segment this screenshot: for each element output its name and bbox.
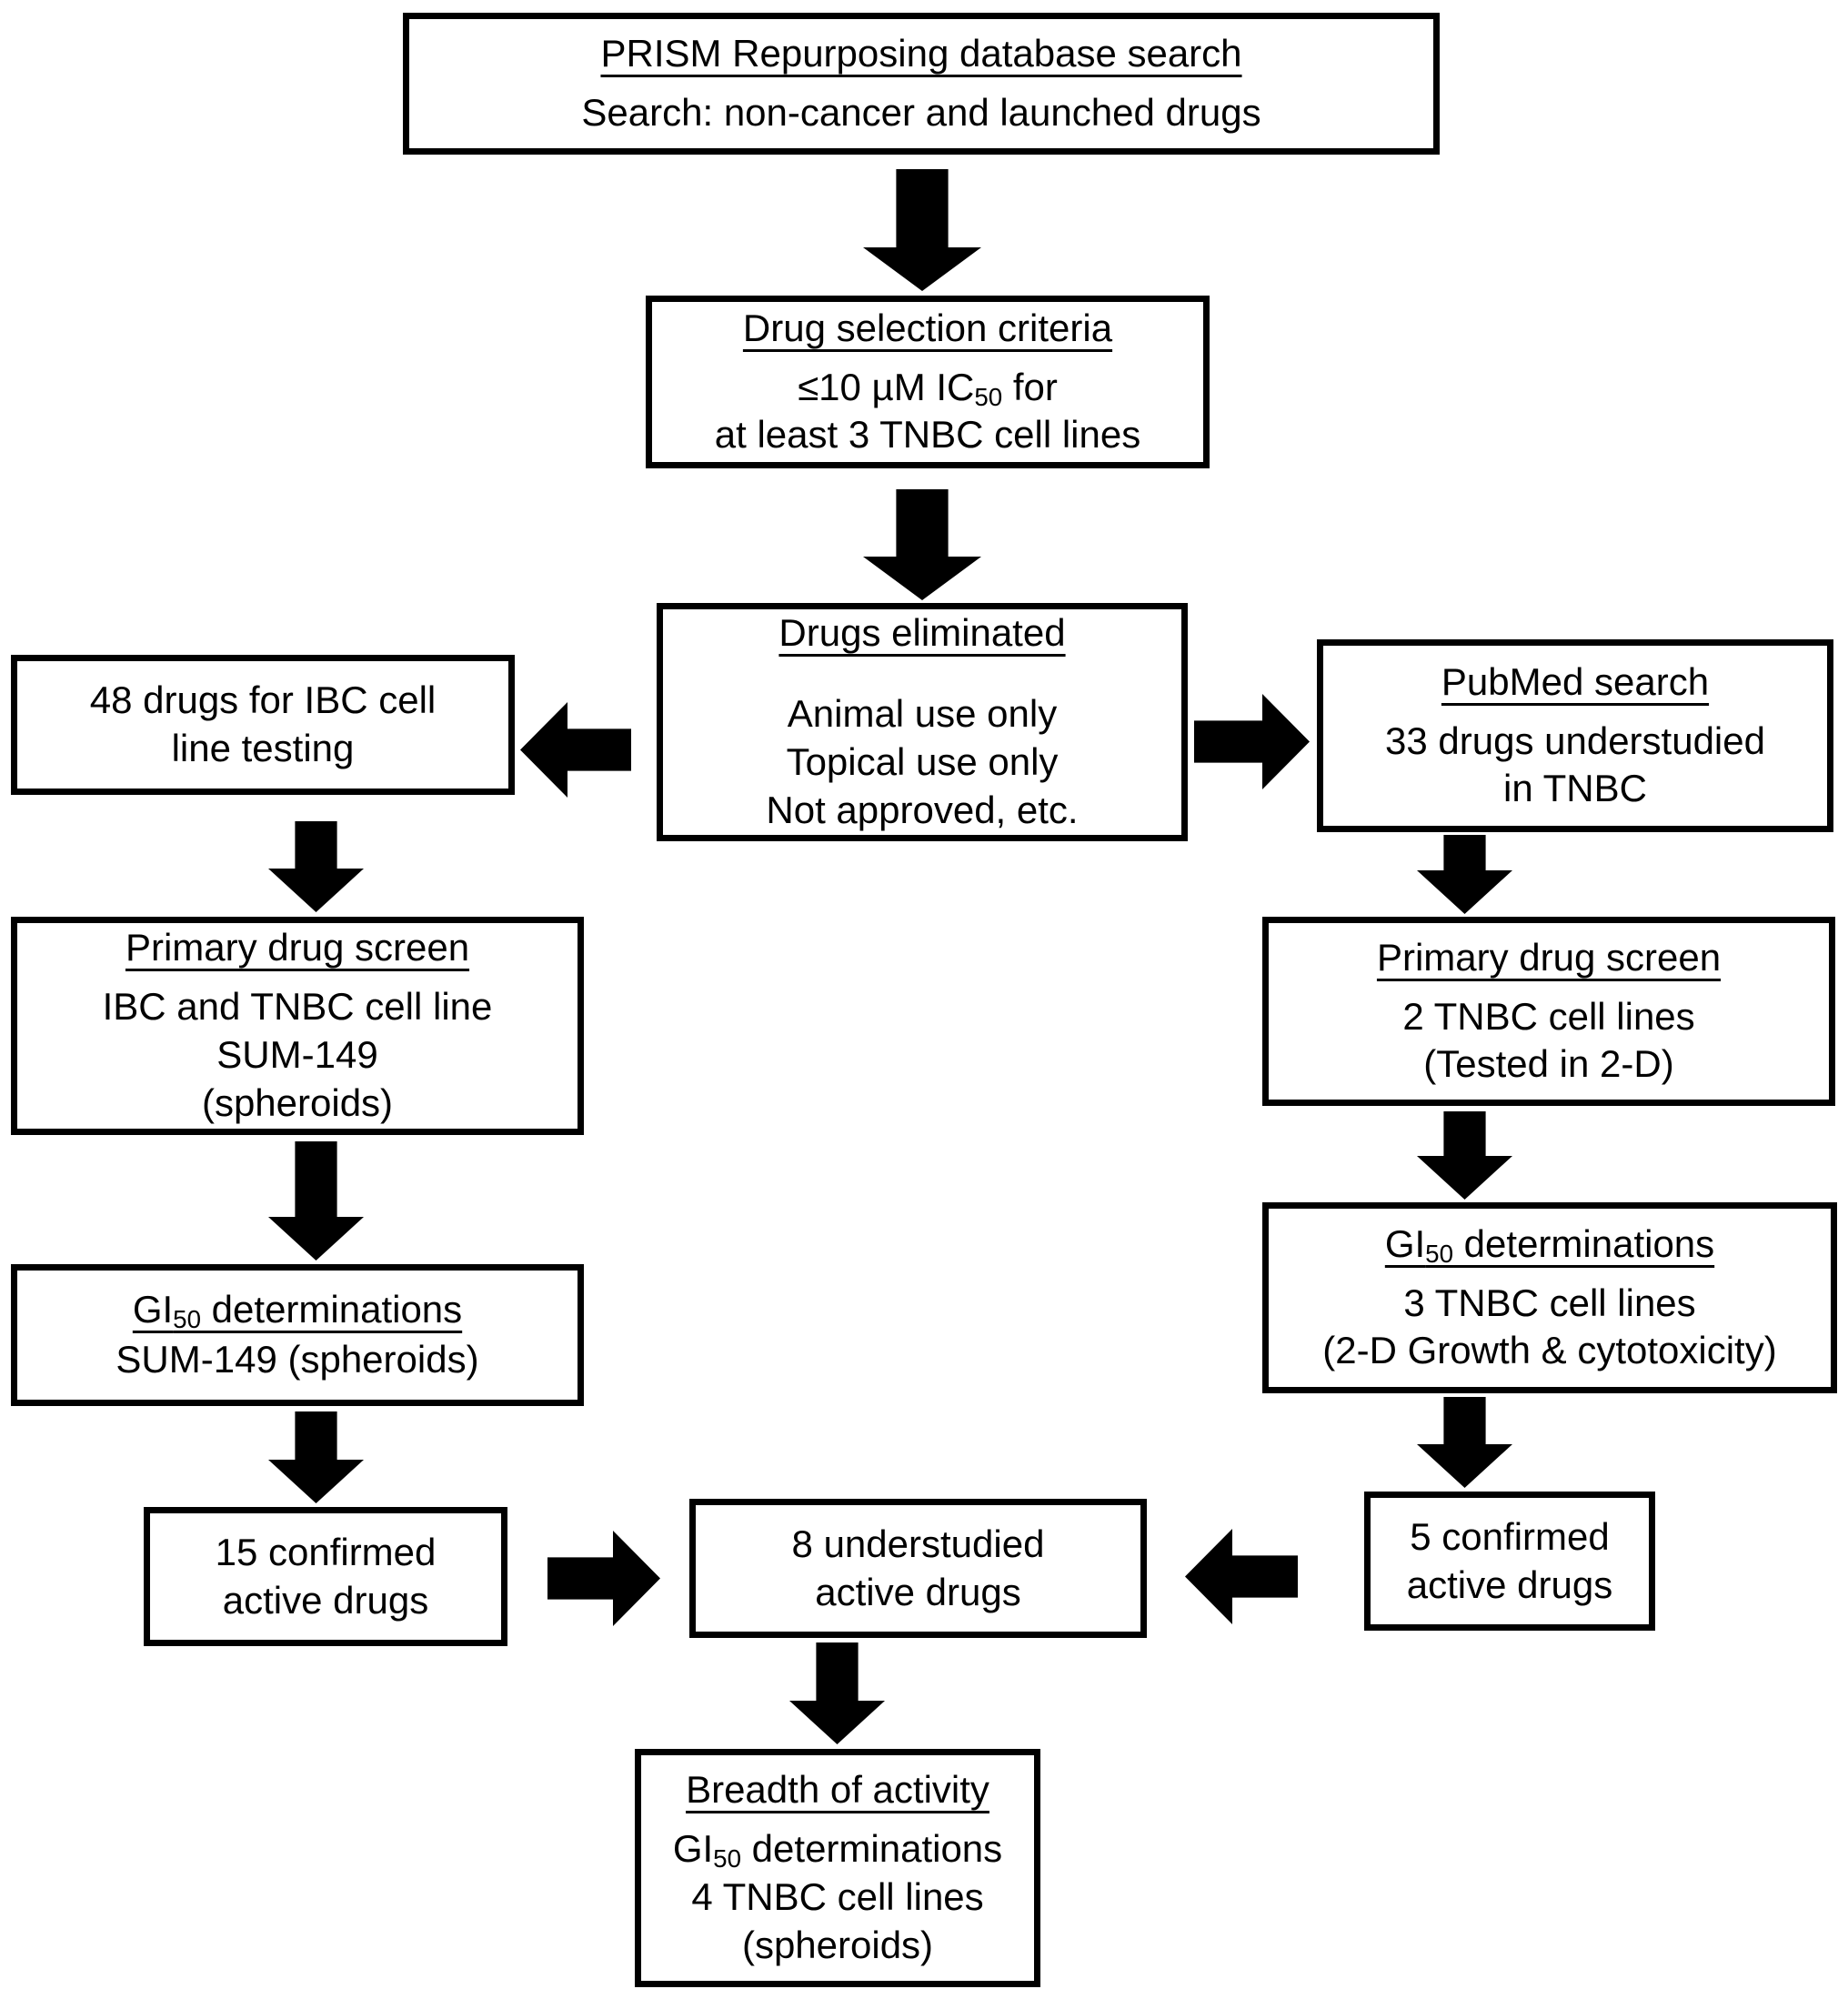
arrow-primary-right-to-gi50-right-icon xyxy=(1417,1111,1512,1200)
box-line: (Tested in 2-D) xyxy=(1423,1042,1674,1086)
arrow-confirmed15-to-understudied8-icon xyxy=(547,1531,660,1626)
box-line: 48 drugs for IBC cell xyxy=(89,678,437,722)
box-line: GI50 determinations xyxy=(672,1827,1003,1873)
arrow-understudied8-to-breadth-icon xyxy=(789,1642,885,1744)
box-line: 4 TNBC cell lines xyxy=(691,1875,984,1918)
box-line: Animal use only xyxy=(787,692,1058,736)
subscript-text: 50 xyxy=(974,382,1003,411)
box-ibc-testing: 48 drugs for IBC cell line testing xyxy=(11,655,515,795)
box-line: IBC and TNBC cell line xyxy=(102,985,493,1029)
box-line: SUM-149 (spheroids) xyxy=(116,1338,479,1381)
box-line: in TNBC xyxy=(1503,767,1647,810)
box-line: Topical use only xyxy=(786,740,1059,783)
arrow-prism-to-criteria-icon xyxy=(863,169,981,291)
arrow-criteria-to-eliminated-icon xyxy=(863,489,981,600)
box-primary-screen-right: Primary drug screen 2 TNBC cell lines(Tes… xyxy=(1262,917,1835,1106)
box-line: (spheroids) xyxy=(741,1923,934,1966)
box-line: active drugs xyxy=(222,1578,429,1622)
box-understudied-8: 8 understudied active drugs xyxy=(689,1499,1147,1638)
arrow-eliminated-to-pubmed-icon xyxy=(1194,694,1310,789)
subscript-text: 50 xyxy=(173,1305,202,1334)
subscript-text: 50 xyxy=(1425,1239,1454,1268)
box-pubmed-search: PubMed search 33 drugs understudied in TNB… xyxy=(1317,639,1833,832)
box-confirmed-15: 15 confirmed active drugs xyxy=(144,1507,507,1646)
box-line: ≤10 µM IC50 for xyxy=(798,365,1058,411)
box-line: 8 understudied xyxy=(791,1522,1045,1565)
box-title: GI50 determinations xyxy=(1384,1221,1715,1268)
box-title: GI50 determinations xyxy=(132,1288,463,1334)
box-line: 15 confirmed xyxy=(215,1530,437,1573)
subscript-text: 50 xyxy=(713,1844,742,1873)
box-line: Search: non-cancer and launched drugs xyxy=(581,91,1261,134)
box-gi50-right: GI50 determinations 3 TNBC cell lines (2-D… xyxy=(1262,1202,1837,1393)
box-line: active drugs xyxy=(1406,1562,1613,1606)
box-line: Not approved, etc. xyxy=(766,788,1079,831)
box-line: 3 TNBC cell lines xyxy=(1403,1281,1696,1324)
box-line: line testing xyxy=(171,727,355,769)
box-line: SUM-149 xyxy=(216,1033,378,1076)
box-title: PubMed search xyxy=(1441,659,1710,703)
box-line: active drugs xyxy=(815,1570,1021,1613)
arrow-eliminated-to-ibc-icon xyxy=(520,702,631,798)
arrow-primary-left-to-gi50-left-icon xyxy=(268,1141,364,1261)
arrow-ibc-to-primary-left-icon xyxy=(268,821,364,912)
box-title: Breadth of activity xyxy=(686,1768,989,1812)
box-title: PRISM Repurposing database search xyxy=(600,32,1242,75)
box-line: 2 TNBC cell lines xyxy=(1402,994,1695,1038)
box-line: 5 confirmed xyxy=(1410,1514,1610,1558)
box-title: Primary drug screen xyxy=(125,926,470,969)
arrow-gi50-left-to-confirmed15-icon xyxy=(268,1411,364,1503)
box-title: Drug selection criteria xyxy=(742,306,1113,349)
arrow-gi50-right-to-confirmed5-icon xyxy=(1417,1397,1512,1488)
arrow-confirmed5-to-understudied8-icon xyxy=(1185,1529,1298,1624)
box-line: (2-D Growth & cytotoxicity) xyxy=(1322,1329,1777,1372)
arrow-pubmed-to-primary-right-icon xyxy=(1417,835,1512,914)
box-title: Drugs eliminated xyxy=(778,611,1066,655)
box-line: (spheroids) xyxy=(201,1080,394,1124)
box-title: Primary drug screen xyxy=(1376,935,1722,979)
box-line: at least 3 TNBC cell lines xyxy=(714,413,1141,457)
box-line: 33 drugs understudied xyxy=(1385,718,1765,762)
